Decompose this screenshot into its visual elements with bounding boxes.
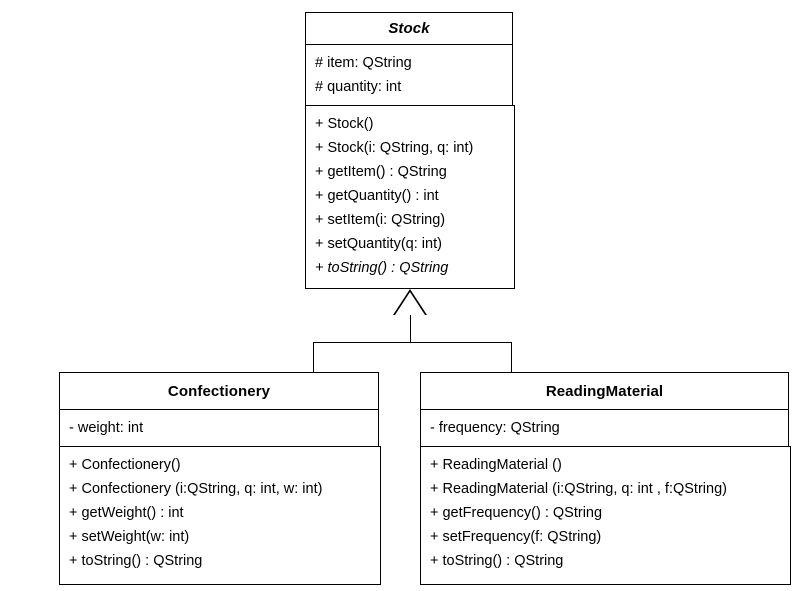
- operation-confectionery-param: + Confectionery (i:QString, q: int, w: i…: [69, 481, 323, 497]
- class-name-compartment-stock: Stock: [305, 12, 513, 45]
- operation-get-frequency: + getFrequency() : QString: [430, 505, 603, 521]
- class-name-compartment-readingmaterial: ReadingMaterial: [420, 372, 789, 410]
- operation-stock-default: + Stock(): [315, 116, 374, 132]
- operation-confectionery-default: + Confectionery(): [69, 457, 181, 473]
- generalization-drop-confectionery: [313, 342, 314, 373]
- class-name-stock: Stock: [388, 20, 430, 37]
- operation-set-quantity: + setQuantity(q: int): [315, 236, 442, 252]
- operations-compartment-stock: + Stock() + Stock(i: QString, q: int) + …: [305, 105, 515, 289]
- operation-readingmaterial-param: + ReadingMaterial (i:QString, q: int , f…: [430, 481, 727, 497]
- operation-set-frequency: + setFrequency(f: QString): [430, 529, 602, 545]
- class-box-stock[interactable]: Stock # item: QString # quantity: int + …: [305, 12, 515, 289]
- attribute-weight: - weight: int: [69, 420, 144, 436]
- arrowhead-fill: [394, 291, 425, 315]
- attribute-quantity: # quantity: int: [315, 79, 402, 95]
- operation-to-string: + toString() : QString: [315, 260, 449, 276]
- operation-get-quantity: + getQuantity() : int: [315, 188, 439, 204]
- class-name-confectionery: Confectionery: [167, 382, 271, 400]
- class-box-confectionery[interactable]: Confectionery - weight: int + Confection…: [59, 372, 381, 585]
- attributes-compartment-readingmaterial: - frequency: QString: [420, 409, 789, 447]
- generalization-stem: [410, 315, 411, 342]
- operations-compartment-confectionery: + Confectionery() + Confectionery (i:QSt…: [59, 446, 381, 585]
- class-box-readingmaterial[interactable]: ReadingMaterial - frequency: QString + R…: [420, 372, 791, 585]
- class-name-compartment-confectionery: Confectionery: [59, 372, 379, 410]
- class-name-readingmaterial: ReadingMaterial: [545, 382, 664, 400]
- attributes-compartment-confectionery: - weight: int: [59, 409, 379, 447]
- operation-get-weight: + getWeight() : int: [69, 505, 184, 521]
- generalization-drop-readingmaterial: [511, 342, 512, 373]
- operation-set-weight: + setWeight(w: int): [69, 529, 190, 545]
- attribute-frequency: - frequency: QString: [430, 420, 560, 436]
- operation-stock-param: + Stock(i: QString, q: int): [315, 140, 474, 156]
- operation-readingmaterial-default: + ReadingMaterial (): [430, 457, 562, 473]
- operation-readingmaterial-to-string: + toString() : QString: [430, 553, 564, 569]
- operation-confectionery-to-string: + toString() : QString: [69, 553, 203, 569]
- attributes-compartment-stock: # item: QString # quantity: int: [305, 44, 513, 106]
- operations-compartment-readingmaterial: + ReadingMaterial () + ReadingMaterial (…: [420, 446, 791, 585]
- generalization-bus: [313, 342, 512, 343]
- operation-set-item: + setItem(i: QString): [315, 212, 446, 228]
- attribute-item: # item: QString: [315, 55, 412, 71]
- operation-get-item: + getItem() : QString: [315, 164, 447, 180]
